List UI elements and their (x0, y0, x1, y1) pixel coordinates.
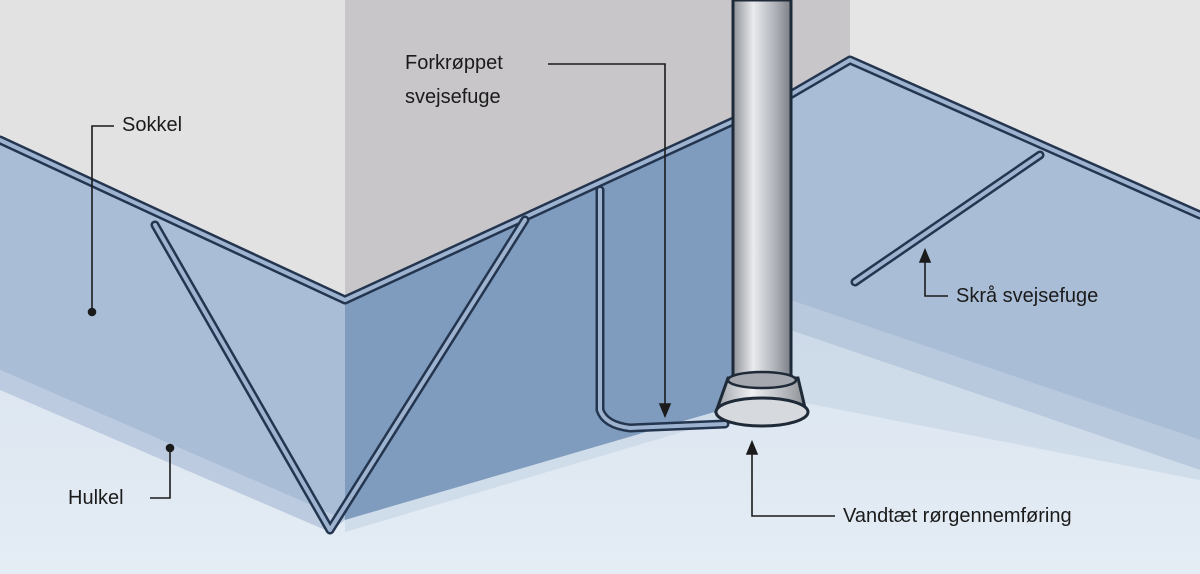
pipe (731, 0, 793, 382)
pipe-collar-base (714, 396, 810, 428)
hulkel-dot (165, 443, 175, 453)
wall-right-face (850, 0, 1200, 215)
membrane-front (345, 95, 790, 520)
label-forkroppet-line2: svejsefuge (405, 86, 501, 108)
wall-front-face (345, 0, 850, 300)
membrane-right-lower (790, 300, 1200, 470)
sokkel-leader (91, 125, 114, 312)
floor-transition-shade (345, 330, 1200, 532)
label-vandtaet: Vandtæt rørgennemføring (843, 505, 1072, 527)
label-hulkel: Hulkel (68, 487, 124, 509)
forkroppet-arrow (658, 403, 672, 419)
label-sokkel: Sokkel (122, 114, 183, 136)
forkroppet-seam-inner (598, 188, 727, 430)
leader-lines (87, 63, 948, 517)
hulkel-leader (150, 448, 171, 499)
skra-arrow (918, 247, 932, 263)
vandtaet-leader (751, 446, 835, 517)
membrane-left (0, 140, 345, 520)
pipe-collar-top (726, 370, 798, 390)
vandtaet-arrow (745, 439, 759, 455)
forkroppet-leader (548, 63, 666, 412)
skra-seam-inner (853, 153, 1042, 284)
skra-leader (924, 254, 948, 297)
label-skra-svejsefuge: Skrå svejsefuge (956, 285, 1099, 307)
wall-left-face (0, 0, 345, 300)
hulkel-v-seam-inner (153, 218, 527, 532)
label-forkroppet-line1: Forkrøppet (405, 52, 503, 74)
sokkel-dot (87, 307, 97, 317)
membrane-right (790, 60, 1200, 440)
